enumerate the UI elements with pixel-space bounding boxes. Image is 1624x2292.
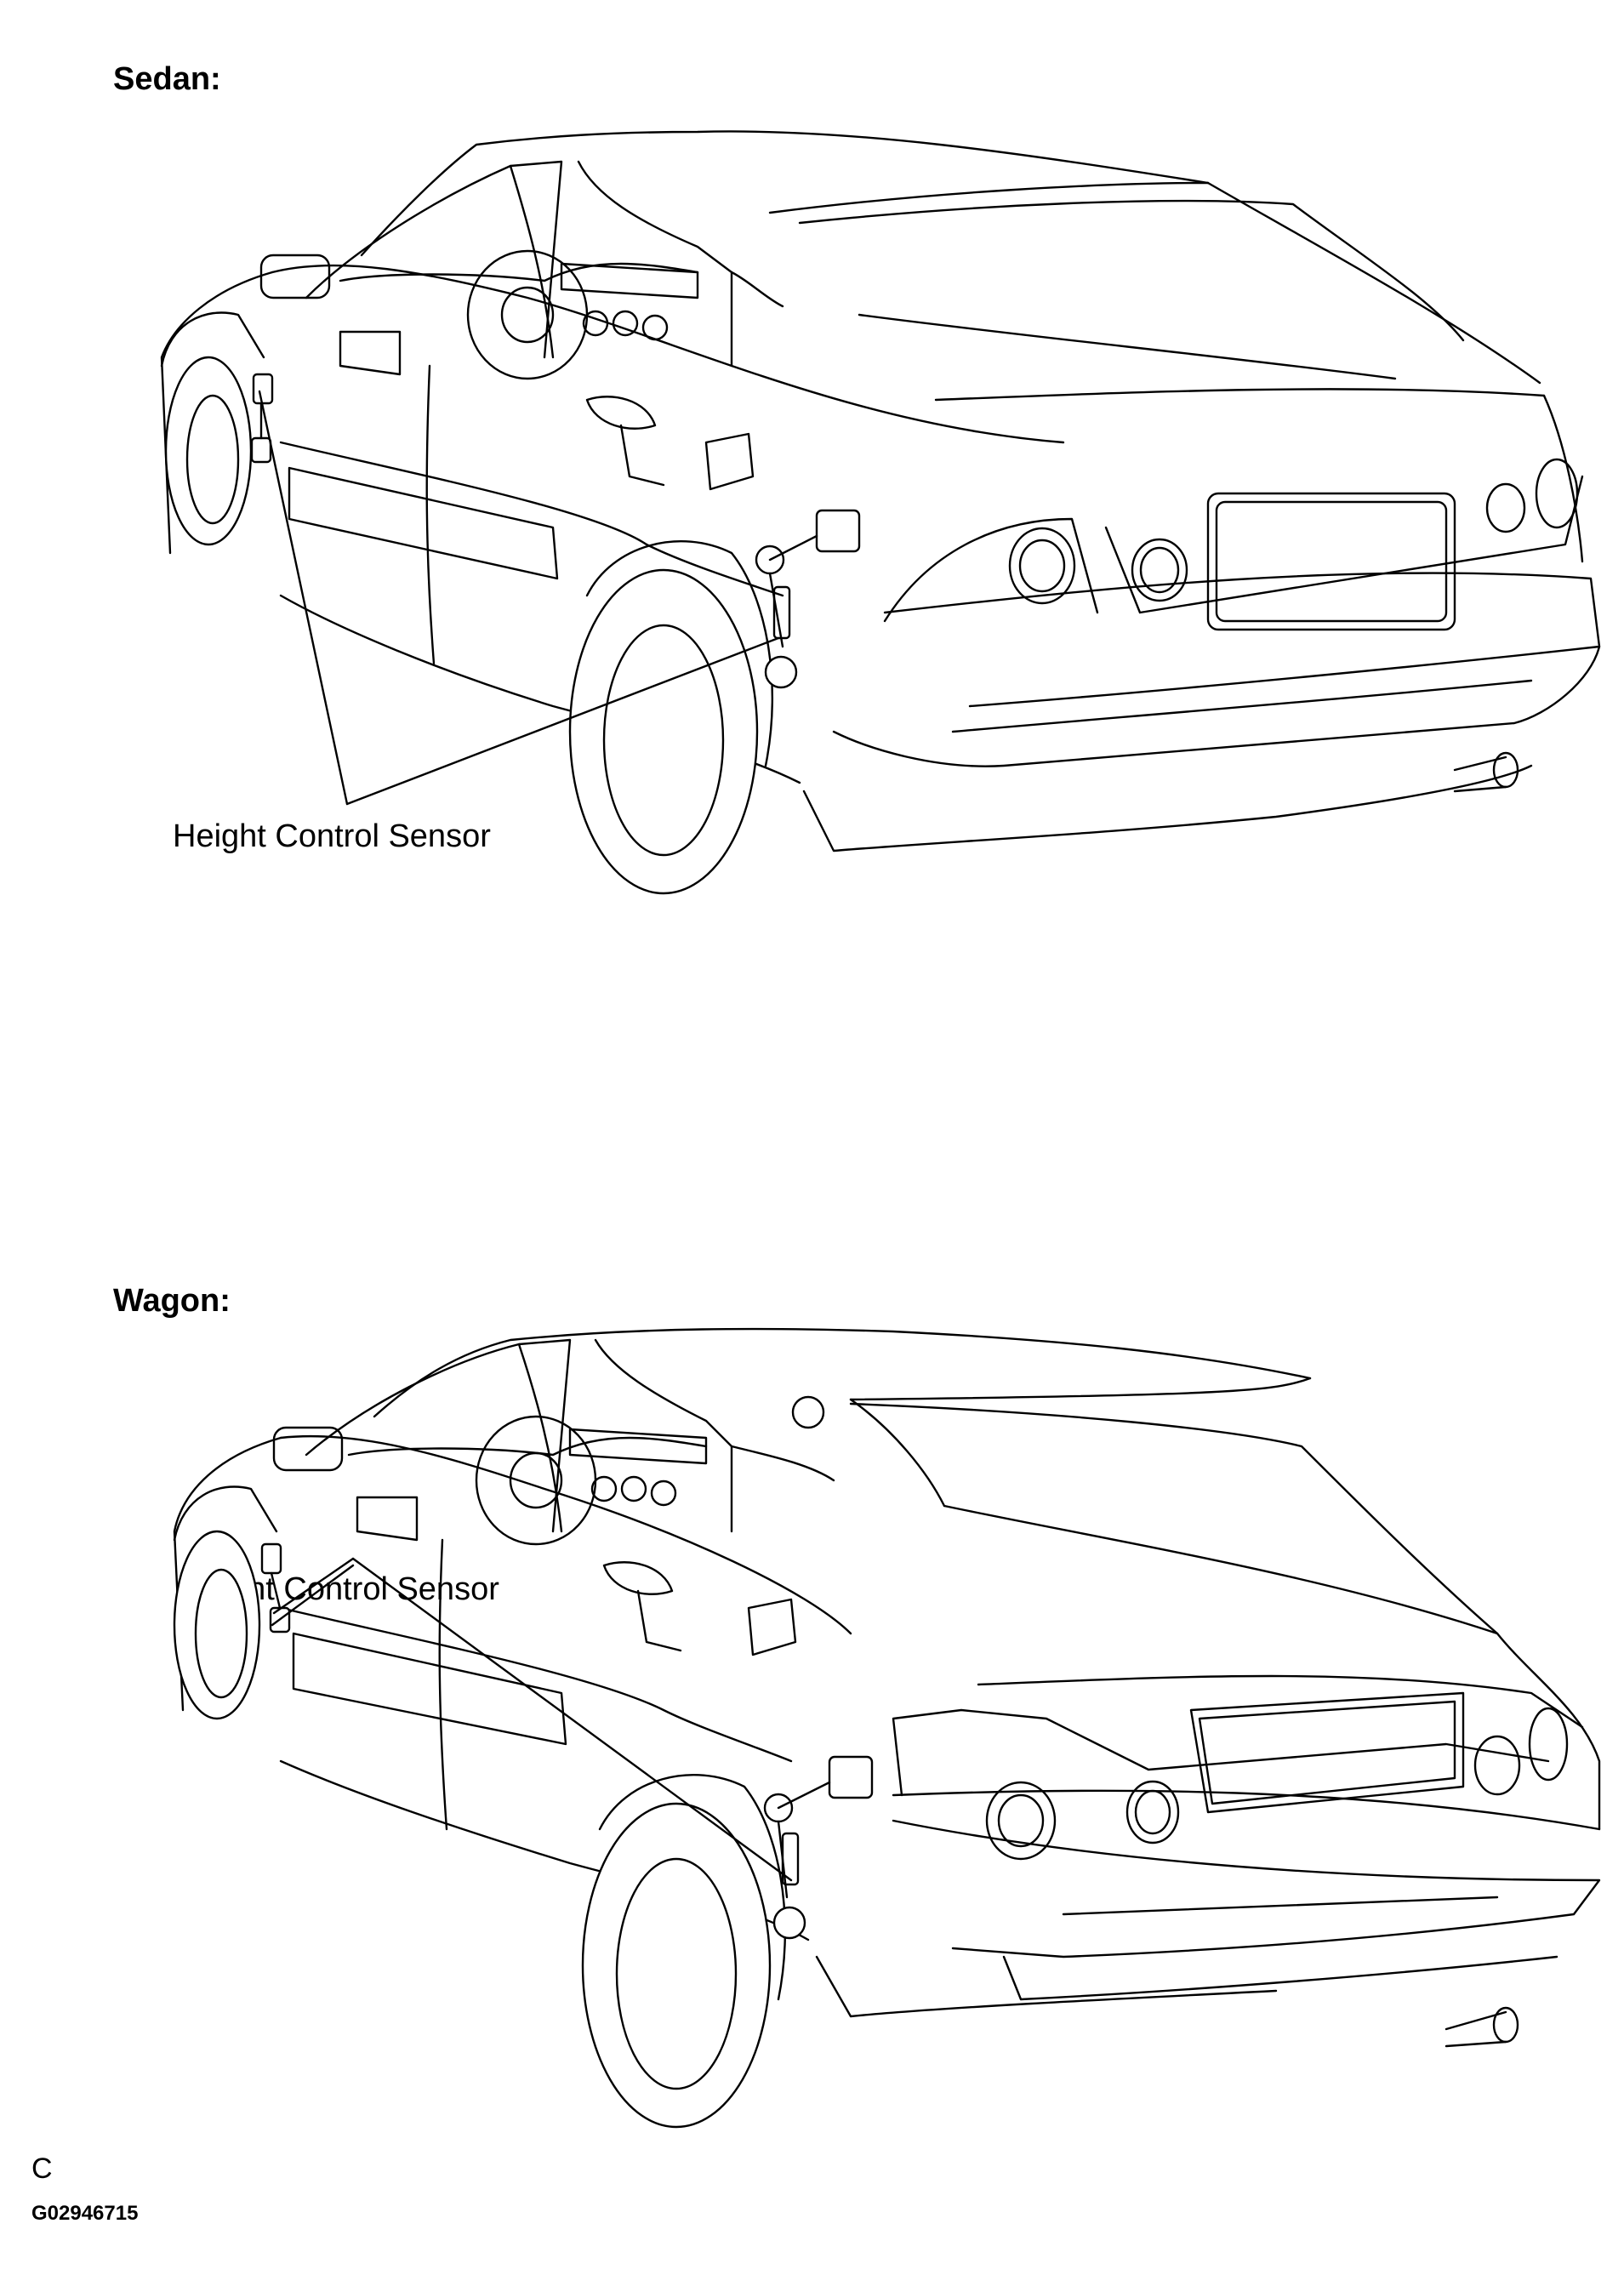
sedan-callout-label: Height Control Sensor: [173, 818, 491, 854]
figure-code: G02946715: [31, 2202, 139, 2225]
sedan-heading: Sedan:: [113, 61, 221, 97]
wagon-callout-lines: [272, 1557, 793, 1882]
footer-letter: C: [31, 2152, 53, 2185]
wagon-car-illustration: [173, 1327, 1601, 2129]
wagon-heading: Wagon:: [113, 1283, 231, 1319]
sedan-car-illustration: [160, 130, 1601, 895]
